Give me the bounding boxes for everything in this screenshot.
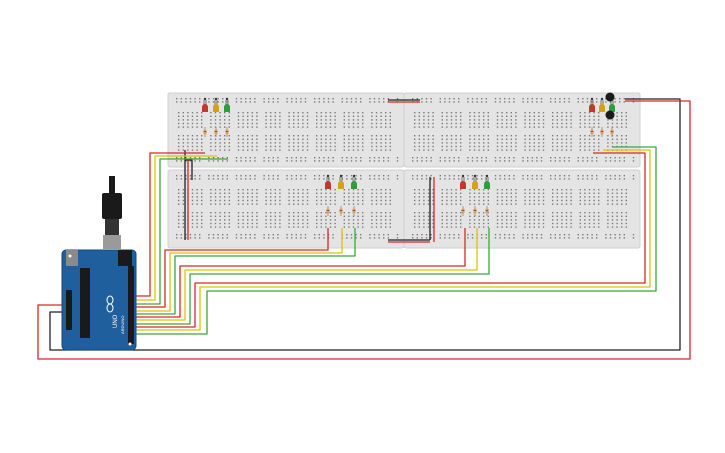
green-led[interactable] [224, 97, 230, 112]
arduino-infinity-logo [106, 295, 114, 313]
wire-yellow-middle-right-signal[interactable] [132, 228, 478, 321]
yellow-led[interactable] [599, 97, 605, 112]
wire-green-top-left-signal[interactable] [132, 158, 228, 305]
wire-yellow-top-left-signal[interactable] [132, 155, 217, 301]
traffic-light-middle-right [460, 174, 490, 216]
resistor[interactable] [214, 127, 218, 137]
wire-black-gnd-loop[interactable] [49, 98, 681, 351]
breadboard-bottom-right[interactable] [403, 169, 641, 249]
green-led[interactable] [351, 174, 357, 189]
traffic-light-top-left [202, 97, 230, 137]
red-led[interactable] [325, 174, 331, 189]
breadboard-bottom-left[interactable] [167, 169, 405, 249]
resistor[interactable] [485, 206, 489, 216]
resistor[interactable] [352, 206, 356, 216]
resistor[interactable] [610, 127, 614, 137]
resistor[interactable] [600, 127, 604, 137]
arduino-uno-board[interactable]: UNO ARDUINO [61, 249, 137, 351]
wire-green-middle-right-signal[interactable] [132, 228, 490, 325]
resistor[interactable] [225, 127, 229, 137]
usb-port [66, 250, 78, 266]
wire-green-top-right-signal[interactable] [132, 146, 657, 335]
red-led[interactable] [589, 97, 595, 112]
wire-red-5v-loop[interactable] [37, 100, 691, 360]
wire-black-jumper-left[interactable] [185, 159, 193, 180]
traffic-light-middle-left [325, 174, 357, 216]
brand-label: ARDUINO [120, 316, 125, 334]
piezo-buzzer[interactable] [605, 92, 615, 120]
wire-yellow-top-right-signal[interactable] [132, 149, 651, 331]
wire-green-middle-left-signal[interactable] [132, 228, 356, 315]
resistor[interactable] [473, 206, 477, 216]
wires [37, 98, 691, 360]
wire-red-top-left-signal[interactable] [132, 152, 205, 297]
breadboard-top-right[interactable] [403, 92, 641, 168]
red-led[interactable] [202, 97, 208, 112]
yellow-led[interactable] [472, 174, 478, 189]
board-label: UNO [113, 314, 119, 328]
yellow-led[interactable] [213, 97, 219, 112]
breadboard-layer [167, 92, 641, 249]
wire-red-middle-right-signal[interactable] [132, 228, 466, 318]
resistor[interactable] [339, 206, 343, 216]
power-jack [118, 250, 132, 266]
digital-header [128, 266, 134, 344]
wire-red-top-right-signal[interactable] [132, 152, 646, 328]
analog-header [66, 290, 72, 330]
atmega-chip [80, 268, 90, 338]
power-plug[interactable] [102, 176, 122, 249]
wire-yellow-middle-left-signal[interactable] [132, 228, 343, 312]
resistor[interactable] [590, 127, 594, 137]
breadboard-holes [176, 98, 635, 239]
resistor[interactable] [326, 206, 330, 216]
yellow-led[interactable] [338, 174, 344, 189]
traffic-light-top-right [589, 97, 615, 137]
wire-red-middle-left-signal[interactable] [132, 228, 329, 308]
resistor[interactable] [203, 127, 207, 137]
green-led[interactable] [484, 174, 490, 189]
red-led[interactable] [460, 174, 466, 189]
resistor[interactable] [461, 206, 465, 216]
